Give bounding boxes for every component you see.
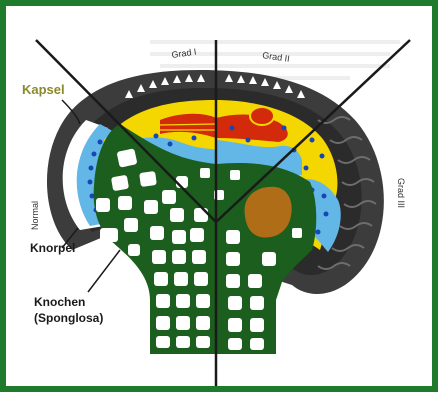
- label-spongiosa: (Sponglosa): [34, 311, 103, 325]
- label-grad-3: Grad III: [396, 178, 406, 208]
- label-kapsel: Kapsel: [22, 82, 65, 97]
- label-knorpel: Knorpel: [30, 241, 75, 255]
- synovial-nodule: [250, 107, 274, 125]
- label-normal: Normal: [30, 201, 40, 230]
- bone-erosion: [244, 186, 293, 238]
- label-knochen: Knochen: [34, 295, 85, 309]
